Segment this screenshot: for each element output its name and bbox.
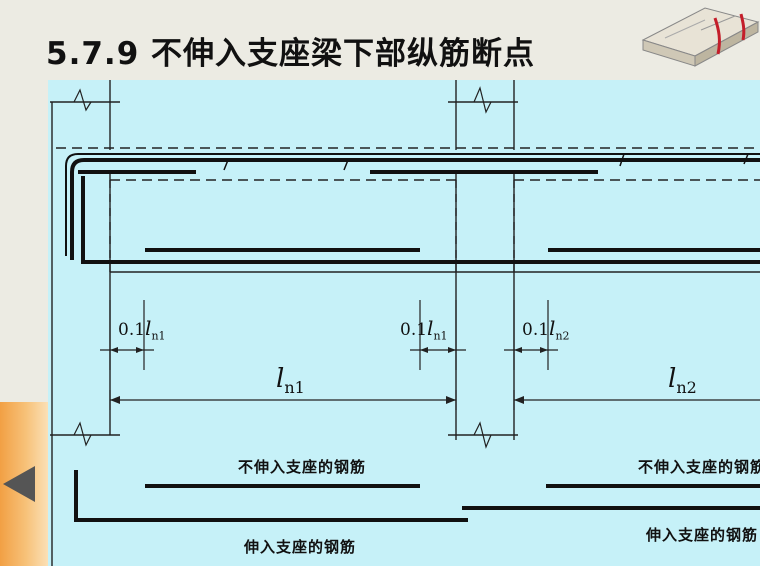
rebar-diagram: 0.1ln1 0.1ln1 0.1ln2 ln1 ln2 不伸入支座的钢筋 不伸…	[48, 80, 760, 566]
triangle-left-icon[interactable]	[3, 466, 35, 502]
caption-not-into-support-2: 不伸入支座的钢筋	[638, 458, 760, 476]
diagram-drawing	[50, 80, 760, 566]
span-label-1: ln1	[276, 364, 305, 398]
dim-label-1: 0.1ln1	[118, 316, 166, 343]
slide-title: 5.7.9 不伸入支座梁下部纵筋断点	[46, 36, 536, 72]
dim-label-3: 0.1ln2	[522, 316, 570, 343]
dim-label-2: 0.1ln1	[400, 316, 448, 343]
caption-not-into-support-1: 不伸入支座的钢筋	[238, 458, 367, 476]
caption-into-support-2: 伸入支座的钢筋	[646, 526, 759, 544]
caption-into-support-1: 伸入支座的钢筋	[244, 538, 357, 556]
book-icon	[641, 7, 760, 67]
span-label-2: ln2	[668, 364, 697, 398]
